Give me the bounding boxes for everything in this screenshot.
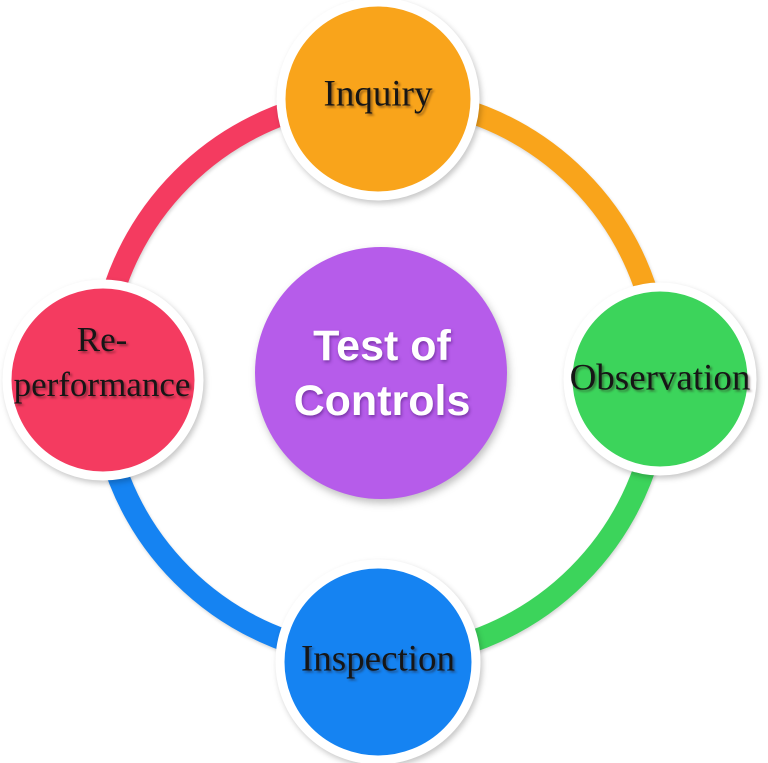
node-label-reperformance: Re- performance [14, 318, 191, 408]
center-label-test-of-controls: Test of Controls [294, 319, 471, 429]
node-label-reperformance-line2: performance [13, 365, 191, 404]
node-circle-reperformance [2, 279, 204, 481]
node-label-inquiry-text: Inquiry [323, 73, 433, 115]
center-circle-test-of-controls [255, 247, 507, 499]
center-label-line2: Controls [293, 377, 471, 425]
node-label-inspection-text: Inspection [300, 638, 456, 680]
node-label-observation: Observation [570, 354, 751, 401]
center-label-line1: Test of [313, 321, 451, 370]
node-circle-inquiry [276, 0, 480, 201]
node-circle-inspection [275, 559, 481, 763]
node-label-observation-text: Observation [569, 357, 751, 399]
node-label-inspection: Inspection [301, 635, 455, 682]
node-circle-observation [563, 282, 757, 476]
node-label-reperformance-line1: Re- [76, 320, 128, 360]
node-label-inquiry: Inquiry [324, 70, 433, 117]
